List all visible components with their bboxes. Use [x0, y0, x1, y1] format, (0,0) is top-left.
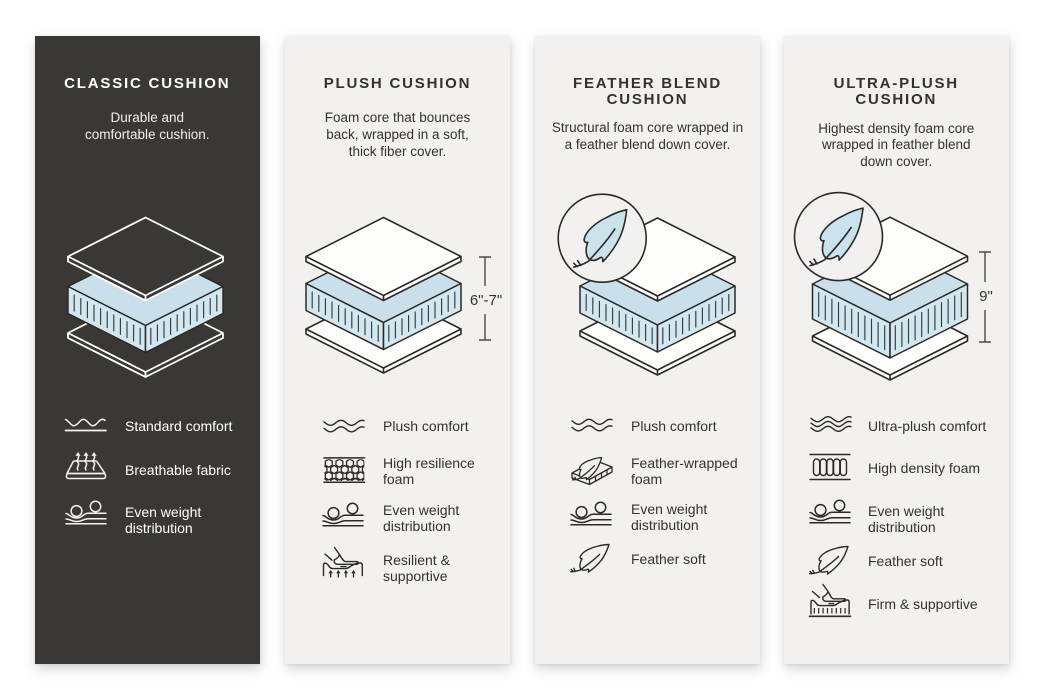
svg-text:9": 9" — [979, 288, 993, 305]
svg-text:6"-7": 6"-7" — [470, 292, 502, 309]
